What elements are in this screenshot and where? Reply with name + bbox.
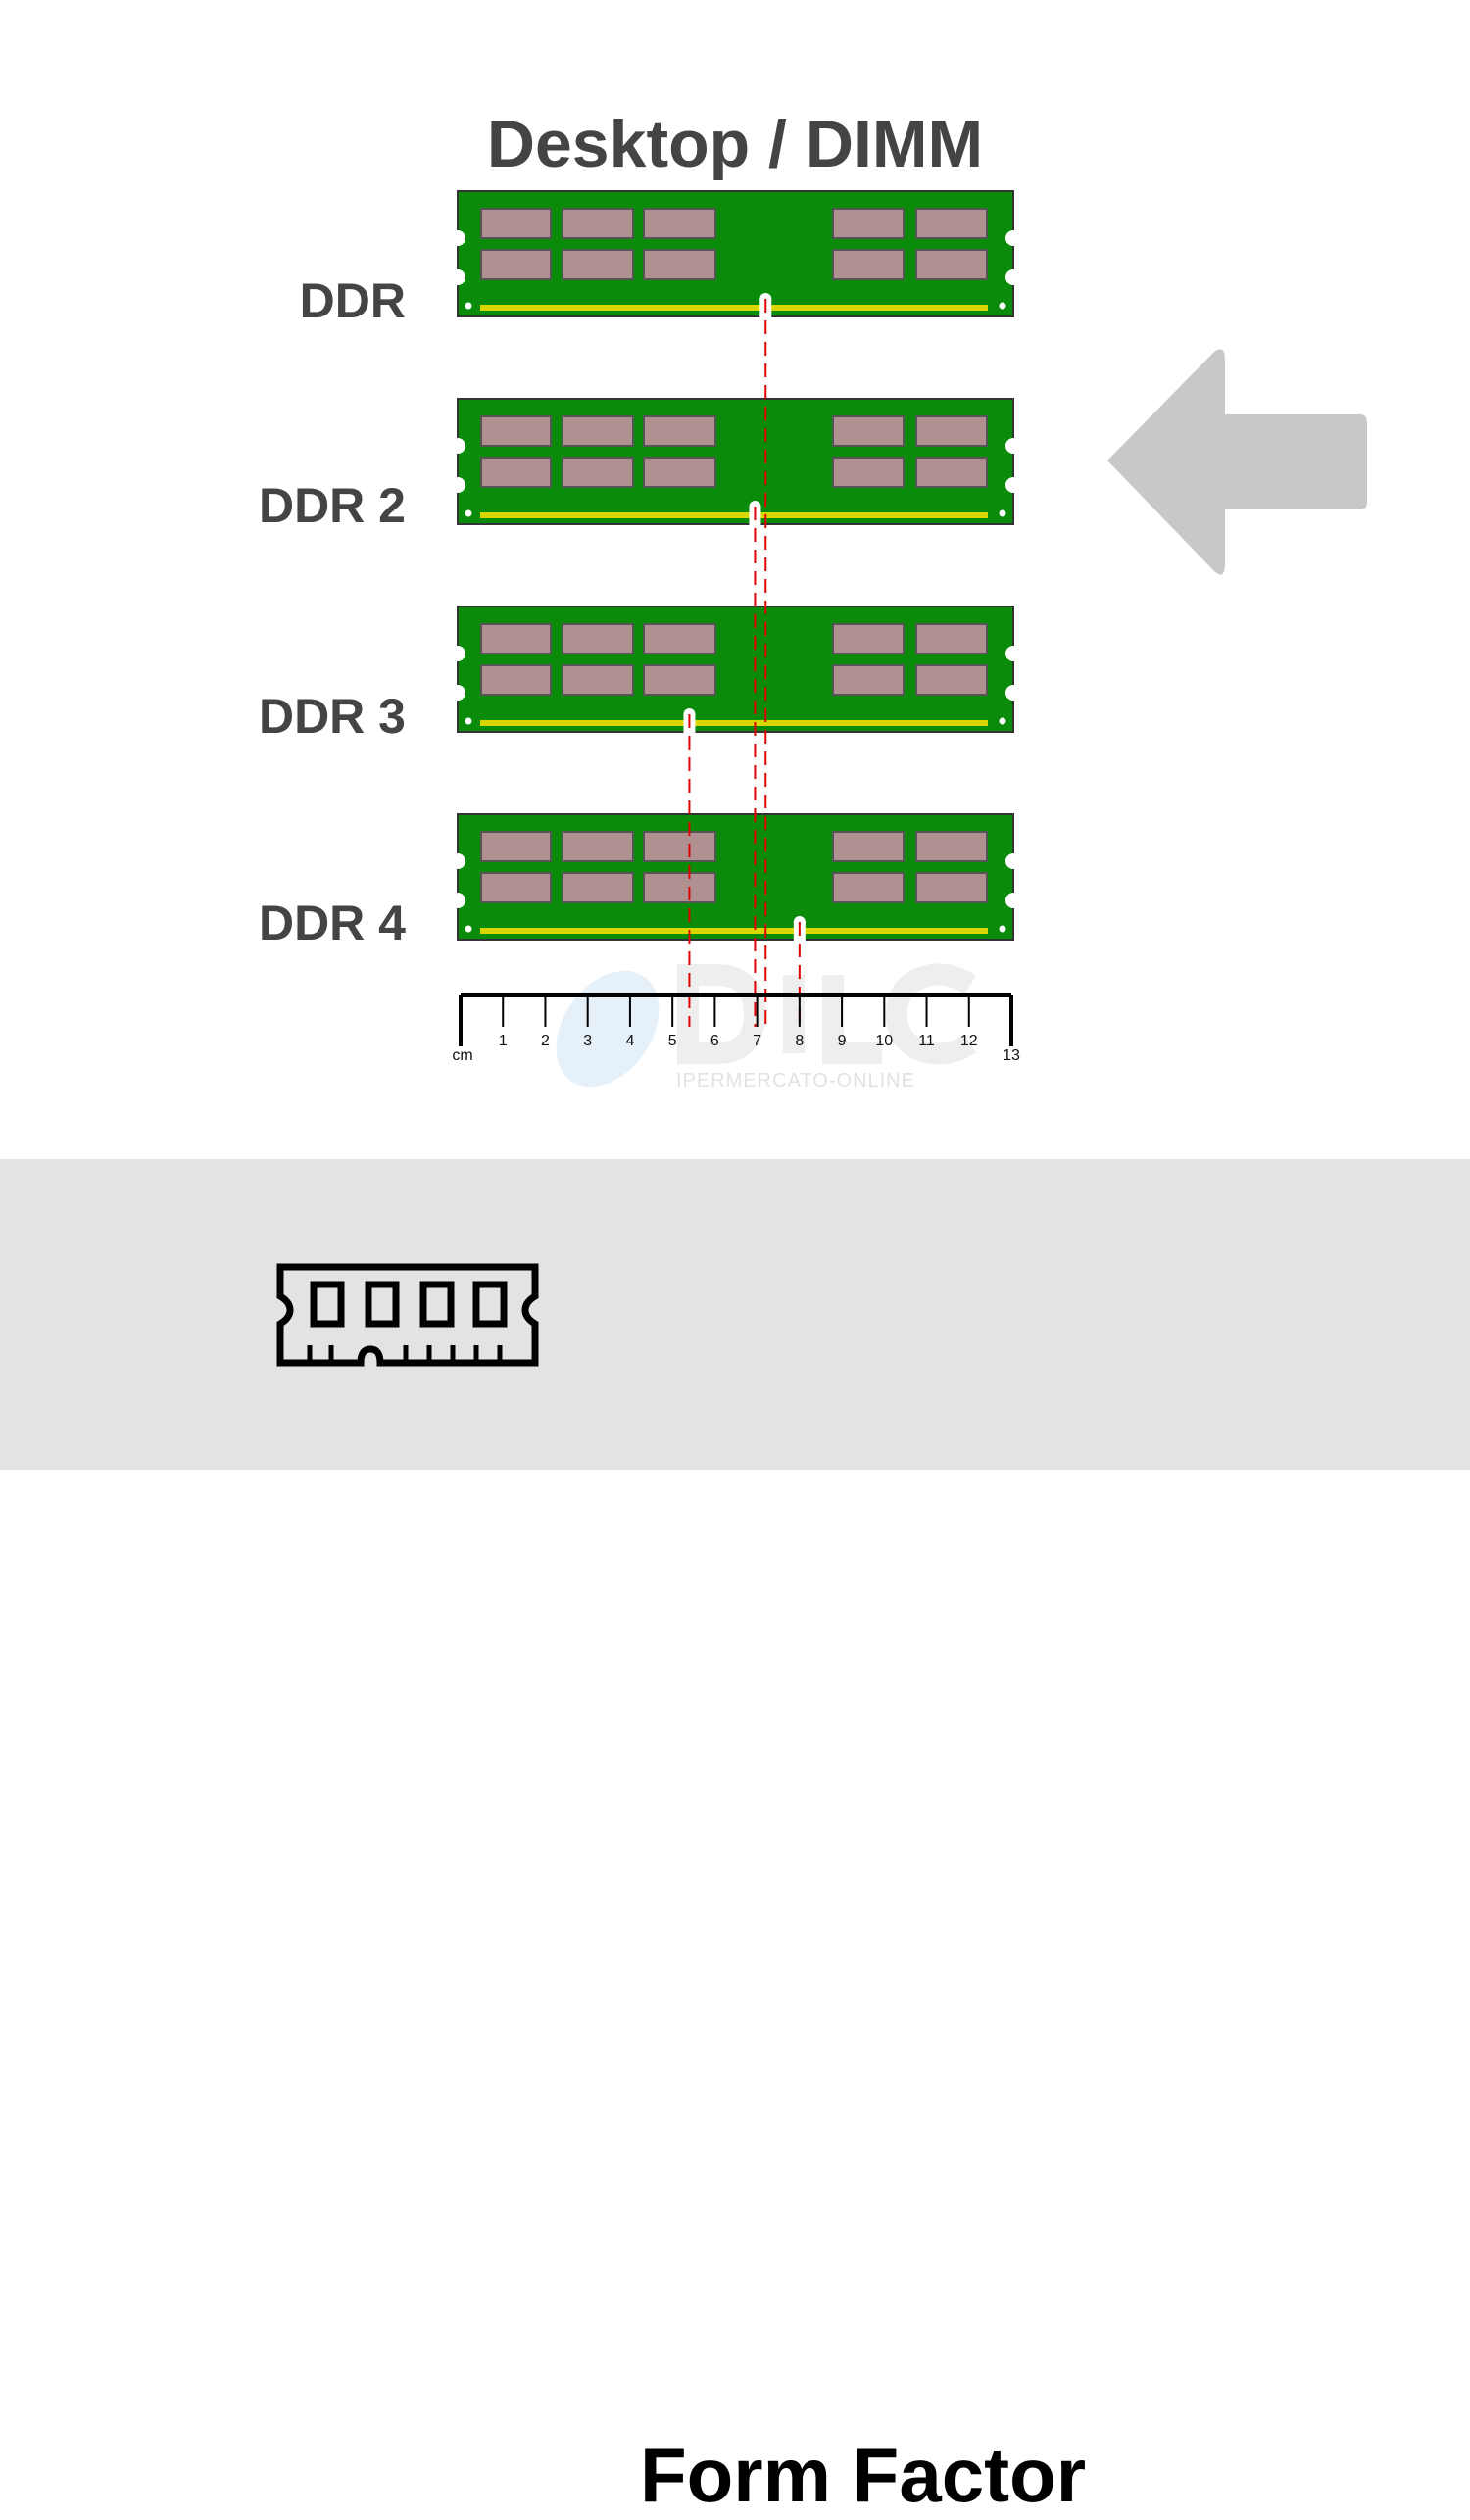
mount-hole bbox=[465, 717, 472, 725]
side-notch bbox=[1005, 269, 1021, 285]
side-notch bbox=[450, 893, 466, 908]
memory-chip bbox=[562, 249, 634, 280]
memory-chip bbox=[562, 623, 634, 654]
memory-chip bbox=[832, 249, 905, 280]
module-label-ddr2: DDR 2 bbox=[258, 478, 406, 533]
ram-module-icon bbox=[276, 1263, 539, 1367]
ruler-tick-label: 13 bbox=[1003, 1047, 1020, 1064]
side-notch bbox=[1005, 853, 1021, 869]
mount-hole bbox=[999, 509, 1006, 517]
ruler-tick-label: 3 bbox=[583, 1033, 592, 1049]
mount-hole bbox=[999, 302, 1006, 310]
memory-chip bbox=[832, 457, 905, 488]
contact-pins bbox=[480, 512, 988, 518]
mount-hole bbox=[999, 717, 1006, 725]
side-notch bbox=[1005, 893, 1021, 908]
footer-band: Form Factor bbox=[0, 1159, 1470, 2518]
memory-chip bbox=[480, 249, 552, 280]
dimm-module-4 bbox=[450, 813, 1021, 941]
watermark-swirl-icon bbox=[556, 970, 660, 1088]
memory-chip bbox=[832, 623, 905, 654]
module-label-ddr4: DDR 4 bbox=[258, 896, 406, 950]
side-notch bbox=[1005, 685, 1021, 701]
memory-chip bbox=[480, 664, 552, 696]
memory-chip bbox=[562, 415, 634, 447]
side-notch bbox=[1005, 438, 1021, 454]
memory-chip bbox=[915, 872, 988, 903]
memory-chip bbox=[832, 831, 905, 862]
memory-chip bbox=[480, 208, 552, 239]
mount-hole bbox=[465, 925, 472, 933]
ruler-tick-label: 7 bbox=[753, 1033, 761, 1049]
mount-hole bbox=[465, 302, 472, 310]
side-notch bbox=[1005, 230, 1021, 246]
memory-chip bbox=[480, 831, 552, 862]
contact-pins bbox=[480, 928, 988, 934]
memory-chip bbox=[915, 831, 988, 862]
ruler-tick-label: 8 bbox=[795, 1033, 804, 1049]
side-notch bbox=[450, 646, 466, 661]
memory-chip bbox=[643, 457, 716, 488]
memory-chip bbox=[643, 249, 716, 280]
ruler-tick-label: 1 bbox=[499, 1033, 508, 1049]
memory-chip bbox=[643, 872, 716, 903]
memory-chip bbox=[562, 831, 634, 862]
memory-chip bbox=[915, 415, 988, 447]
side-notch bbox=[1005, 646, 1021, 661]
contact-pins bbox=[480, 720, 988, 726]
side-notch bbox=[450, 853, 466, 869]
diagram-title: Desktop / DIMM bbox=[486, 107, 984, 181]
side-notch bbox=[450, 230, 466, 246]
memory-chip bbox=[562, 664, 634, 696]
memory-chip bbox=[832, 664, 905, 696]
memory-chip bbox=[915, 208, 988, 239]
mount-hole bbox=[999, 925, 1006, 933]
watermark-subtitle: IPERMERCATO-ONLINE bbox=[676, 1070, 915, 1091]
ruler-tick-label: 12 bbox=[960, 1033, 978, 1049]
memory-chip bbox=[562, 457, 634, 488]
ruler-tick-label: 2 bbox=[541, 1033, 550, 1049]
side-notch bbox=[450, 269, 466, 285]
dimm-module-2 bbox=[450, 398, 1021, 525]
memory-chip bbox=[562, 872, 634, 903]
memory-chip bbox=[832, 415, 905, 447]
memory-chip bbox=[562, 208, 634, 239]
memory-chip bbox=[832, 208, 905, 239]
module-label-ddr: DDR bbox=[299, 273, 406, 328]
mount-hole bbox=[465, 509, 472, 517]
side-notch bbox=[450, 477, 466, 493]
ruler-tick-label: 11 bbox=[918, 1033, 935, 1049]
ruler-tick-label: 9 bbox=[838, 1033, 847, 1049]
dimm-module-3 bbox=[450, 606, 1021, 733]
ruler-tick-label: 4 bbox=[625, 1033, 634, 1049]
memory-chip bbox=[643, 664, 716, 696]
memory-chip bbox=[643, 623, 716, 654]
memory-chip bbox=[480, 872, 552, 903]
memory-chip bbox=[643, 208, 716, 239]
memory-chip bbox=[643, 831, 716, 862]
side-notch bbox=[450, 438, 466, 454]
ruler-tick-label: 10 bbox=[875, 1033, 893, 1049]
memory-chip bbox=[480, 457, 552, 488]
left-arrow-icon bbox=[1107, 349, 1367, 575]
ruler-unit: cm bbox=[452, 1047, 472, 1064]
memory-chip bbox=[915, 249, 988, 280]
memory-chip bbox=[480, 623, 552, 654]
memory-chip bbox=[643, 415, 716, 447]
memory-chip bbox=[915, 623, 988, 654]
memory-chip bbox=[832, 872, 905, 903]
memory-chip bbox=[480, 415, 552, 447]
dimm-module-1 bbox=[450, 190, 1021, 317]
side-notch bbox=[450, 685, 466, 701]
memory-chip bbox=[915, 664, 988, 696]
form-factor-label: Form Factor bbox=[640, 2432, 1087, 2518]
module-label-ddr3: DDR 3 bbox=[258, 689, 406, 744]
memory-chip bbox=[915, 457, 988, 488]
side-notch bbox=[1005, 477, 1021, 493]
ruler-tick-label: 6 bbox=[710, 1033, 719, 1049]
ruler-tick-label: 5 bbox=[668, 1033, 677, 1049]
contact-pins bbox=[480, 305, 988, 311]
